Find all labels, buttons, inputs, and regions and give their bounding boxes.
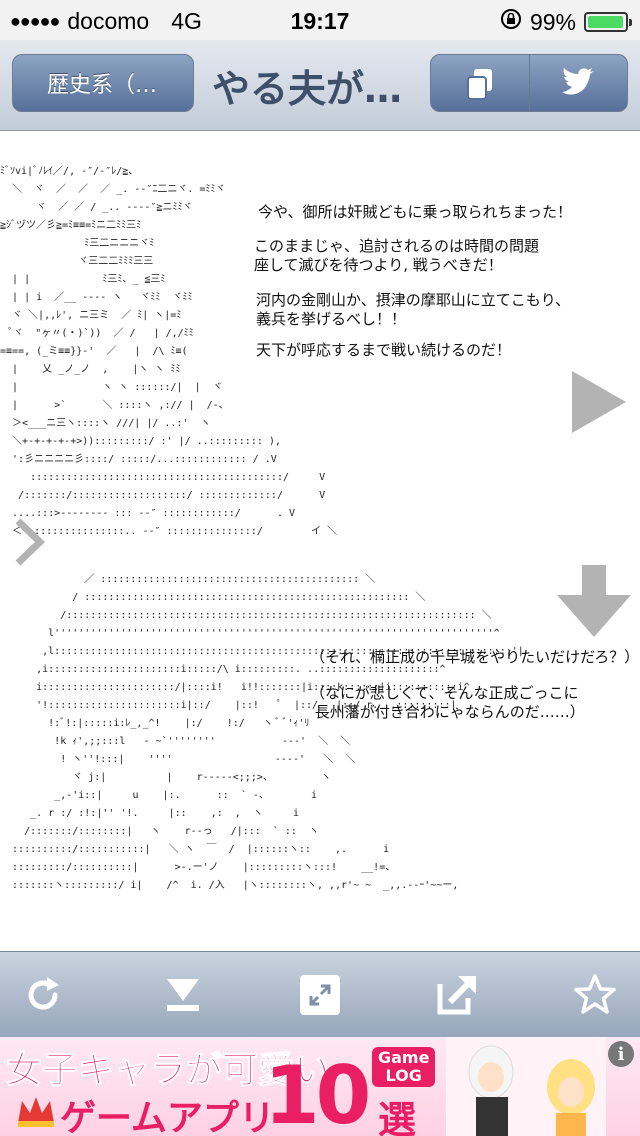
ad-subheadline: ゲームアプリ (60, 1098, 275, 1136)
download-button[interactable] (160, 972, 206, 1018)
twitter-button[interactable] (528, 55, 628, 111)
chevron-right-icon[interactable] (12, 517, 46, 567)
fullscreen-button[interactable] (297, 972, 343, 1018)
bookmark-button[interactable] (572, 972, 618, 1018)
network-label: 4G (171, 8, 202, 34)
dialog-line-3: 河内の金剛山か、摂津の摩耶山に立てこもり、 義兵を挙げるべし！！ (256, 291, 571, 328)
ad-number: 10 (264, 1049, 371, 1136)
down-arrow-icon[interactable] (555, 563, 633, 639)
copy-icon (466, 69, 492, 100)
star-icon (574, 974, 616, 1014)
status-right: 99% (500, 8, 632, 36)
bottom-toolbar (0, 951, 640, 1038)
fullscreen-icon (300, 975, 340, 1015)
anime-characters-image (446, 1037, 606, 1136)
game-log-logo: Game LOG (372, 1047, 436, 1087)
ad-banner[interactable]: 女子キャラが可愛い ゲームアプリ 10 Game LOG 選 i (0, 1037, 640, 1136)
battery-percent: 99% (529, 8, 576, 35)
reload-button[interactable] (20, 972, 66, 1018)
content-area[interactable]: ﾐﾞｿvi|ﾞﾉﾚｲ／/, -″/-″ﾚ/≧、 ＼ ヾ ／ ／ ／ _. -‐″… (0, 131, 640, 951)
status-time: 19:17 (290, 8, 350, 34)
ascii-art-bottom: ／ ::::::::::::::::::::::::::::::::::::::… (12, 574, 524, 891)
download-icon (167, 979, 199, 1011)
navigation-bar: 歴史系（… やる夫が… (0, 40, 640, 131)
share-icon (437, 976, 476, 1015)
ad-suffix: 選 (378, 1098, 417, 1136)
ad-info-button[interactable]: i (608, 1041, 634, 1067)
reload-icon (28, 977, 59, 1010)
dialog-line-1: 今や、御所は奸賊どもに乗っ取られちまった！ (258, 203, 572, 221)
action-segment (430, 54, 628, 112)
next-page-arrow-icon[interactable] (568, 369, 628, 435)
twitter-bird-icon (562, 68, 595, 95)
page-title: やる夫が… (212, 67, 403, 111)
back-button[interactable]: 歴史系（… (12, 54, 194, 112)
status-bar: ●●●●● docomo 4G 19:17 99% (0, 0, 640, 40)
carrier-label: docomo (67, 8, 150, 34)
signal-strength-icon: ●●●●● (10, 11, 60, 31)
status-left: ●●●●● docomo 4G (10, 8, 202, 35)
dialog-line-2: このままじゃ、追討されるのは時間の問題 座して滅びを待つより, 戦うべきだ！ (254, 237, 540, 274)
battery-icon (584, 12, 632, 32)
dialog-line-6: （なにが悲しくて、そんな正成ごっこに 長州藩が付き合わにゃならんのだ……） (310, 684, 585, 721)
ascii-art-top: ﾐﾞｿvi|ﾞﾉﾚｲ／/, -″/-″ﾚ/≧、 ＼ ヾ ／ ／ ／ _. -‐″… (0, 166, 338, 537)
ad-headline: 女子キャラが可愛い (5, 1050, 331, 1092)
share-button[interactable] (434, 972, 480, 1018)
rotation-lock-icon (500, 8, 522, 36)
copy-button[interactable] (431, 55, 529, 111)
crown-icon (18, 1097, 54, 1127)
dialog-line-5: （それ、楠正成の千早城をやりたいだけだろ？） (310, 648, 640, 666)
dialog-line-4: 天下が呼応するまで戦い続けるのだ！ (256, 341, 512, 359)
